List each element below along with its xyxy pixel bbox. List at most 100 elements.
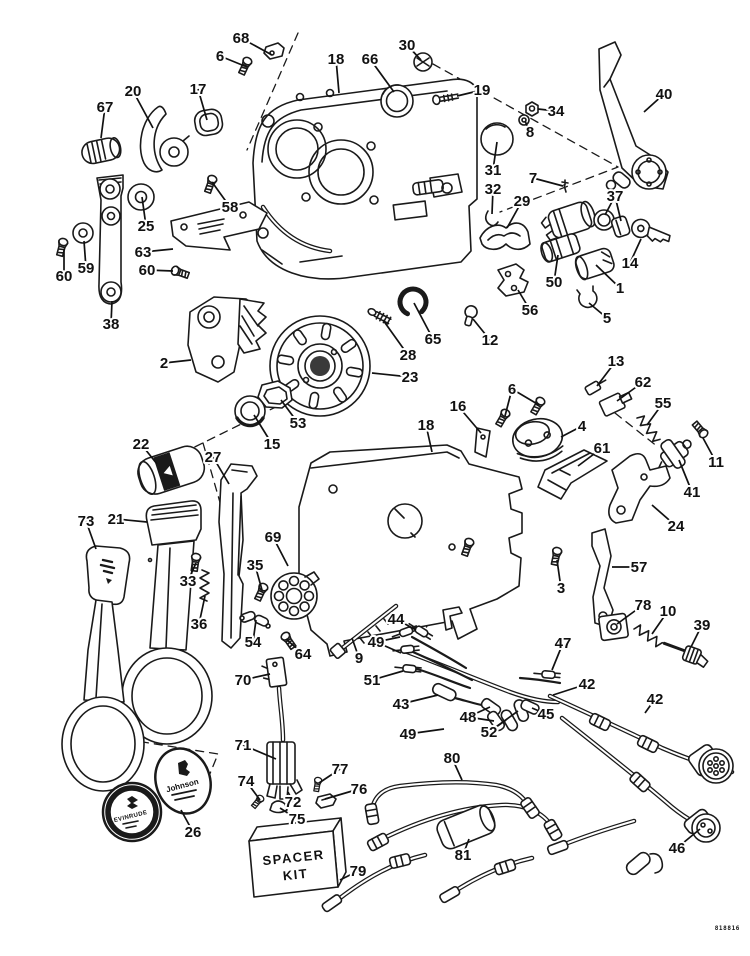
svg-text:67: 67 [97, 99, 114, 116]
svg-text:35: 35 [247, 557, 264, 574]
screw-58-icon [202, 173, 219, 195]
svg-text:17: 17 [190, 81, 207, 98]
part-callout-15: 15 [253, 414, 282, 455]
part-callout-6: 6 [504, 379, 540, 417]
svg-text:10: 10 [660, 603, 677, 620]
svg-text:16: 16 [450, 398, 467, 415]
part-callout-40: 40 [643, 84, 674, 113]
part-plate-69 [270, 571, 320, 620]
part-switch-body-50 [540, 233, 581, 263]
part-wiring-harness [390, 606, 562, 732]
svg-text:26: 26 [185, 824, 202, 841]
part-link-38 [96, 174, 124, 305]
svg-text:41: 41 [684, 484, 701, 501]
part-callout-68: 68 [231, 28, 273, 56]
svg-text:43: 43 [393, 696, 410, 713]
svg-text:33: 33 [180, 573, 197, 590]
part-nut-34 [525, 101, 539, 117]
part-callout-53: 53 [280, 399, 308, 434]
part-callout-57: 57 [612, 557, 649, 578]
svg-text:72: 72 [285, 794, 302, 811]
part-callout-52: 52 [479, 710, 519, 743]
svg-text:80: 80 [444, 750, 461, 767]
svg-text:47: 47 [555, 635, 572, 652]
part-callout-60: 60 [54, 249, 74, 287]
part-cam-20 [139, 105, 190, 173]
svg-text:78: 78 [635, 597, 652, 614]
part-callout-75: 75 [279, 807, 307, 830]
part-callout-46: 46 [667, 828, 701, 859]
part-leads [321, 818, 664, 913]
svg-text:20: 20 [125, 83, 142, 100]
svg-text:77: 77 [332, 761, 349, 778]
part-switch-70 [261, 656, 288, 688]
svg-text:25: 25 [138, 218, 155, 235]
svg-text:58: 58 [222, 199, 239, 216]
johnson-decal: Johnson [154, 747, 212, 815]
svg-text:27: 27 [205, 449, 222, 466]
svg-text:12: 12 [482, 332, 499, 349]
svg-text:1: 1 [616, 280, 624, 297]
svg-text:31: 31 [485, 162, 502, 179]
part-callout-69: 69 [263, 527, 289, 567]
svg-text:11: 11 [708, 454, 724, 471]
part-callout-42: 42 [552, 674, 597, 696]
part-lever-73 [61, 545, 145, 792]
part-gasket-53 [257, 380, 293, 409]
part-callout-54: 54 [243, 619, 264, 653]
svg-text:60: 60 [56, 268, 73, 285]
part-callout-71: 71 [233, 735, 277, 760]
svg-text:9: 9 [355, 650, 363, 667]
part-plate-2 [187, 296, 267, 383]
part-callout-76: 76 [324, 779, 369, 800]
part-callout-79: 79 [339, 861, 368, 882]
part-callout-5: 5 [588, 302, 613, 329]
part-bracket-63 [170, 201, 268, 251]
part-callout-66: 66 [360, 49, 395, 93]
part-callout-65: 65 [413, 302, 443, 350]
part-callout-49: 49 [366, 632, 402, 654]
svg-text:6: 6 [216, 48, 224, 65]
part-callout-14: 14 [620, 238, 642, 274]
svg-text:55: 55 [655, 395, 672, 412]
part-bracket-56 [497, 263, 529, 297]
svg-text:40: 40 [656, 86, 673, 103]
part-callout-61: 61 [577, 438, 612, 467]
svg-text:79: 79 [350, 863, 367, 880]
svg-text:39: 39 [694, 617, 711, 634]
part-callout-48: 48 [458, 706, 495, 728]
svg-text:30: 30 [399, 37, 416, 54]
part-callout-50: 50 [544, 254, 564, 293]
part-callout-74: 74 [236, 771, 261, 801]
part-callout-12: 12 [472, 318, 500, 351]
part-main-housing [252, 78, 478, 280]
svg-text:66: 66 [362, 51, 379, 68]
part-clamp-5 [576, 285, 598, 309]
part-callout-10: 10 [651, 601, 678, 635]
part-callout-20: 20 [123, 81, 154, 129]
part-contact-spring-29 [479, 222, 531, 251]
part-callout-7: 7 [527, 168, 564, 189]
svg-text:76: 76 [351, 781, 368, 798]
part-callout-25: 25 [136, 196, 156, 237]
svg-text:45: 45 [538, 706, 555, 723]
part-key-14 [630, 218, 671, 243]
part-callout-36: 36 [189, 595, 209, 635]
svg-text:15: 15 [264, 436, 281, 453]
part-bushing-15 [234, 395, 266, 428]
part-callout-55: 55 [646, 393, 673, 426]
part-disc-31 [480, 122, 514, 156]
svg-text:36: 36 [191, 616, 208, 633]
svg-text:29: 29 [514, 193, 531, 210]
part-callout-4: 4 [560, 416, 589, 438]
bolt-11-icon [690, 419, 711, 441]
part-callout-38: 38 [101, 300, 121, 335]
part-bolt-28 [367, 307, 392, 326]
part-callout-28: 28 [382, 319, 418, 366]
part-callout-18: 18 [326, 49, 346, 94]
part-tube-81 [436, 804, 496, 850]
part-callout-27: 27 [203, 447, 230, 485]
part-callout-13: 13 [596, 351, 626, 387]
